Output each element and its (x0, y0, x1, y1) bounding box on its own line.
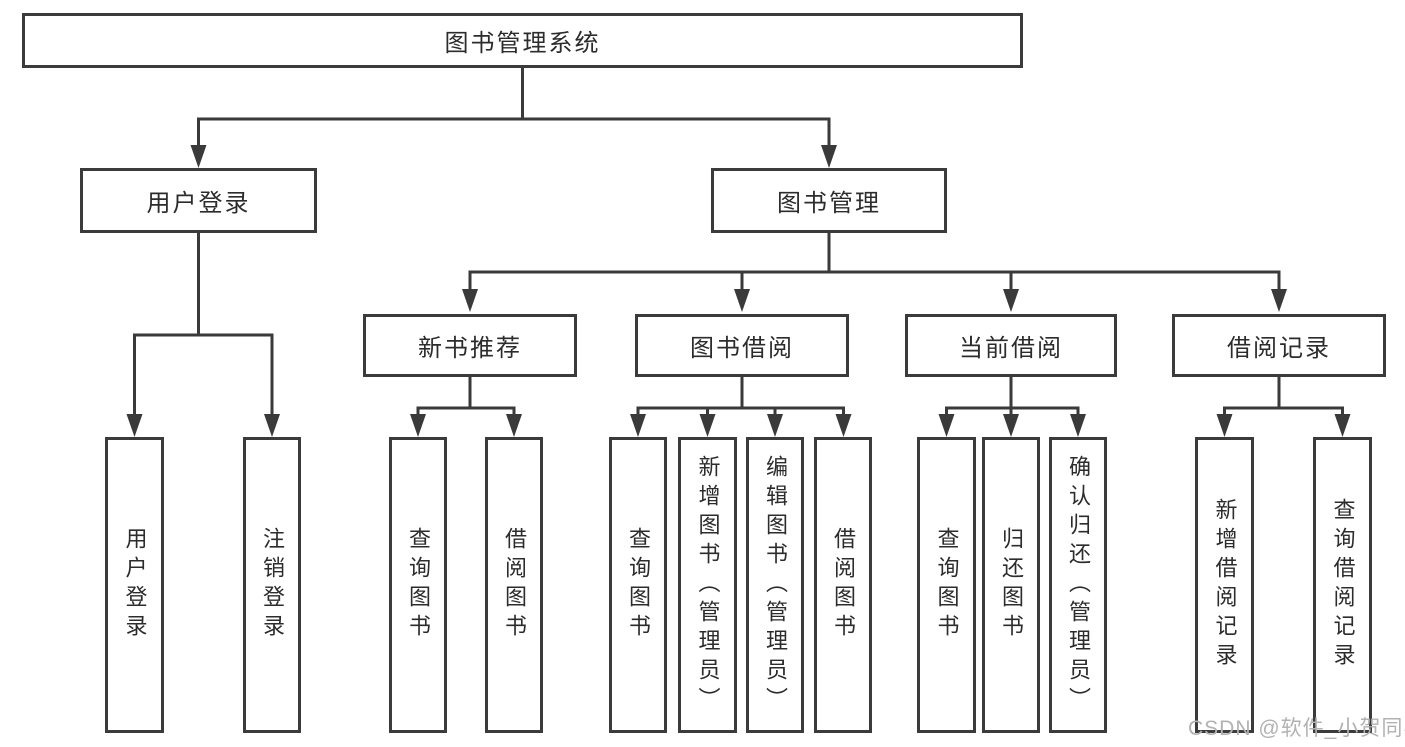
leaf-label: 查询图书 (406, 527, 431, 643)
node-book-borrow: 图书借阅 (635, 314, 849, 377)
node-label: 借阅记录 (1227, 335, 1331, 362)
leaf-add-books-admin: 新增图书（管理员） (678, 437, 737, 733)
leaf-label: 确认归还（管理员） (1066, 454, 1091, 716)
leaf-query-books-recommend: 查询图书 (389, 437, 447, 733)
leaf-label: 归还图书 (999, 527, 1024, 643)
leaf-label: 查询图书 (934, 527, 960, 643)
node-borrow-records: 借阅记录 (1172, 314, 1386, 377)
leaf-add-borrow-record: 新增借阅记录 (1195, 437, 1254, 733)
leaf-query-books-current: 查询图书 (917, 437, 976, 733)
leaf-label: 新增借阅记录 (1212, 498, 1238, 672)
node-label: 图书管理系统 (444, 30, 601, 57)
node-label: 图书借阅 (690, 335, 794, 362)
leaf-label: 编辑图书（管理员） (763, 454, 788, 716)
leaf-label: 用户登录 (122, 527, 148, 643)
leaf-return-books: 归还图书 (982, 437, 1040, 733)
leaf-edit-books-admin: 编辑图书（管理员） (746, 437, 804, 733)
leaf-query-books-borrow: 查询图书 (609, 437, 667, 733)
leaf-label: 查询借阅记录 (1330, 498, 1356, 672)
leaf-label: 新增图书（管理员） (695, 454, 721, 716)
node-label: 图书管理 (777, 190, 881, 217)
leaf-label: 查询图书 (626, 527, 651, 643)
node-current-borrow: 当前借阅 (905, 314, 1117, 377)
leaf-borrow-books: 借阅图书 (814, 437, 872, 733)
csdn-watermark: CSDN @软件_小贺同学 (1188, 717, 1405, 740)
leaf-label: 注销登录 (260, 527, 285, 643)
node-label: 新书推荐 (418, 335, 522, 362)
node-user-login: 用户登录 (80, 168, 317, 233)
leaf-label: 借阅图书 (502, 527, 527, 643)
node-label: 用户登录 (146, 190, 251, 217)
leaf-borrow-books-recommend: 借阅图书 (485, 437, 543, 733)
node-new-book-recommend: 新书推荐 (363, 314, 577, 377)
node-book-management: 图书管理 (711, 168, 947, 233)
leaf-confirm-return-admin: 确认归还（管理员） (1049, 437, 1107, 733)
leaf-logout: 注销登录 (243, 437, 301, 733)
leaf-query-borrow-record: 查询借阅记录 (1313, 437, 1372, 733)
node-library-management-system: 图书管理系统 (22, 13, 1023, 68)
leaf-user-login: 用户登录 (105, 437, 164, 733)
node-label: 当前借阅 (959, 335, 1063, 362)
leaf-label: 借阅图书 (831, 527, 856, 643)
